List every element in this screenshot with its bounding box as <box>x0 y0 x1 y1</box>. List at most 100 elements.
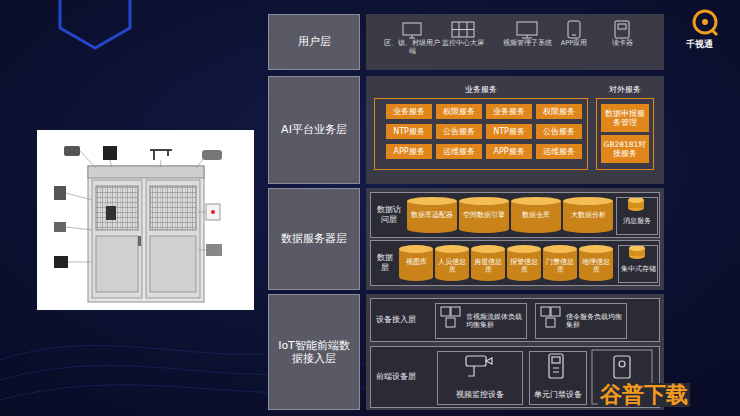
decoration <box>451 307 460 316</box>
cluster-box: 音视频流媒体负载均衡集群 <box>435 303 527 339</box>
decoration <box>370 240 660 286</box>
decoration <box>551 307 560 316</box>
cylinder-body <box>471 249 505 281</box>
node-text: 数据服务器层 <box>281 232 347 245</box>
device-box: 单元门禁设备 <box>529 351 587 405</box>
decoration <box>54 186 66 200</box>
sub-layer: 音视频流媒体负载均衡集群 信令服务负载均衡集群 设备接入层 <box>370 298 660 342</box>
decoration <box>452 22 474 37</box>
decoration <box>88 166 204 302</box>
node-text: 数据层 <box>376 253 394 272</box>
node-text: 视频管理子系统 <box>503 40 552 48</box>
service-box: 运维服务 <box>436 144 482 159</box>
decoration <box>441 307 450 316</box>
layer-panels <box>366 14 664 410</box>
service-box: 业务服务 <box>486 104 532 119</box>
cylinder-top <box>507 245 541 253</box>
user-terminal: 区、镇、村级用户端 <box>384 40 440 66</box>
cylinder-top <box>435 245 469 253</box>
decoration <box>446 318 455 327</box>
service-group: 业务服务权限服务业务服务权限服务NTP服务公告服务NTP服务公告服务APP服务运… <box>374 82 588 170</box>
decoration <box>146 180 200 298</box>
layer-header: AI平台业务层 <box>268 76 360 184</box>
door-illustration <box>54 146 222 302</box>
node-text: NTP服务 <box>393 127 425 137</box>
decoration <box>88 166 204 178</box>
decoration <box>150 236 196 292</box>
cylinder-body <box>507 249 541 281</box>
node-text: 数据访问层 <box>376 205 402 224</box>
user-terminal: 监控中心大屏 <box>438 40 488 66</box>
decoration <box>150 186 196 230</box>
service-box: APP服务 <box>486 144 532 159</box>
node-text: 监控中心大屏 <box>442 40 484 48</box>
decoration <box>80 151 96 168</box>
decoration <box>546 318 555 327</box>
decoration <box>702 19 708 25</box>
decoration <box>517 22 537 35</box>
storage-box: 集中式存储 <box>618 245 658 283</box>
layer-header: 数据服务器层 <box>268 188 360 290</box>
cylinder-top <box>543 245 577 253</box>
decoration <box>68 262 92 263</box>
decoration <box>202 150 222 160</box>
layer-header: IoT智能前端数据接入层 <box>268 294 360 410</box>
decoration <box>549 354 563 378</box>
node-text: 信令服务负载均衡集群 <box>566 313 623 330</box>
database-cylinder: 视图库 <box>399 245 433 281</box>
service-box: 业务服务 <box>386 104 432 119</box>
decoration <box>541 307 550 316</box>
sub-panels <box>370 192 660 408</box>
decoration <box>468 358 492 376</box>
decoration <box>615 21 629 38</box>
decoration <box>552 357 560 363</box>
node-text: AI平台业务层 <box>281 123 347 136</box>
hexagon-outline <box>60 0 130 48</box>
node-text: 前端设备层 <box>376 372 416 382</box>
decoration <box>64 146 80 156</box>
database-cylinder: 数据仓库 <box>511 197 561 233</box>
cylinder-body <box>407 201 457 233</box>
cylinder-body <box>579 249 613 281</box>
decoration <box>619 361 625 367</box>
decoration <box>553 368 559 372</box>
decoration <box>366 76 664 184</box>
decoration <box>370 298 660 342</box>
node-text: 大数据分析 <box>571 211 606 219</box>
node-text: 业务服务 <box>393 107 425 117</box>
node-text: 数据库适配器 <box>411 211 453 219</box>
database-cylinder: 数据库适配器 <box>407 197 457 233</box>
decoration <box>370 192 660 238</box>
node-text: 地理信息库 <box>579 259 613 275</box>
decoration <box>96 236 138 292</box>
cylinder-body <box>459 201 509 233</box>
cylinder-top <box>399 245 433 253</box>
cylinder-top <box>471 245 505 253</box>
node-text: 房屋信息库 <box>471 259 505 275</box>
service-box: 公告服务 <box>536 124 582 139</box>
node-text: 运维服务 <box>543 147 575 157</box>
decoration <box>403 23 421 35</box>
node-text: 单元门禁设备 <box>534 390 582 399</box>
node-text: 运维服务 <box>443 147 475 157</box>
cluster-box: 信令服务负载均衡集群 <box>535 303 627 339</box>
logo-mark <box>694 11 717 35</box>
database-cylinder: 房屋信息库 <box>471 245 505 281</box>
decoration <box>66 151 206 262</box>
node-text: 视频监控设备 <box>456 390 504 399</box>
decoration <box>110 160 112 168</box>
decoration <box>211 210 215 214</box>
decoration <box>198 250 206 251</box>
logo-text: 千视通 <box>686 40 713 49</box>
cylinder-top <box>511 197 561 205</box>
decoration <box>366 14 664 70</box>
node-text: 设备接入层 <box>376 315 416 325</box>
service-box: APP服务 <box>386 144 432 159</box>
node-text: 音视频流媒体负载均衡集群 <box>466 313 523 330</box>
service-box: 权限服务 <box>436 104 482 119</box>
node-text: 门禁信息库 <box>543 259 577 275</box>
database-cylinder: 地理信息库 <box>579 245 613 281</box>
node-text: 数据仓库 <box>522 211 550 219</box>
node-text: 业务服务 <box>493 107 525 117</box>
decoration <box>150 150 172 160</box>
